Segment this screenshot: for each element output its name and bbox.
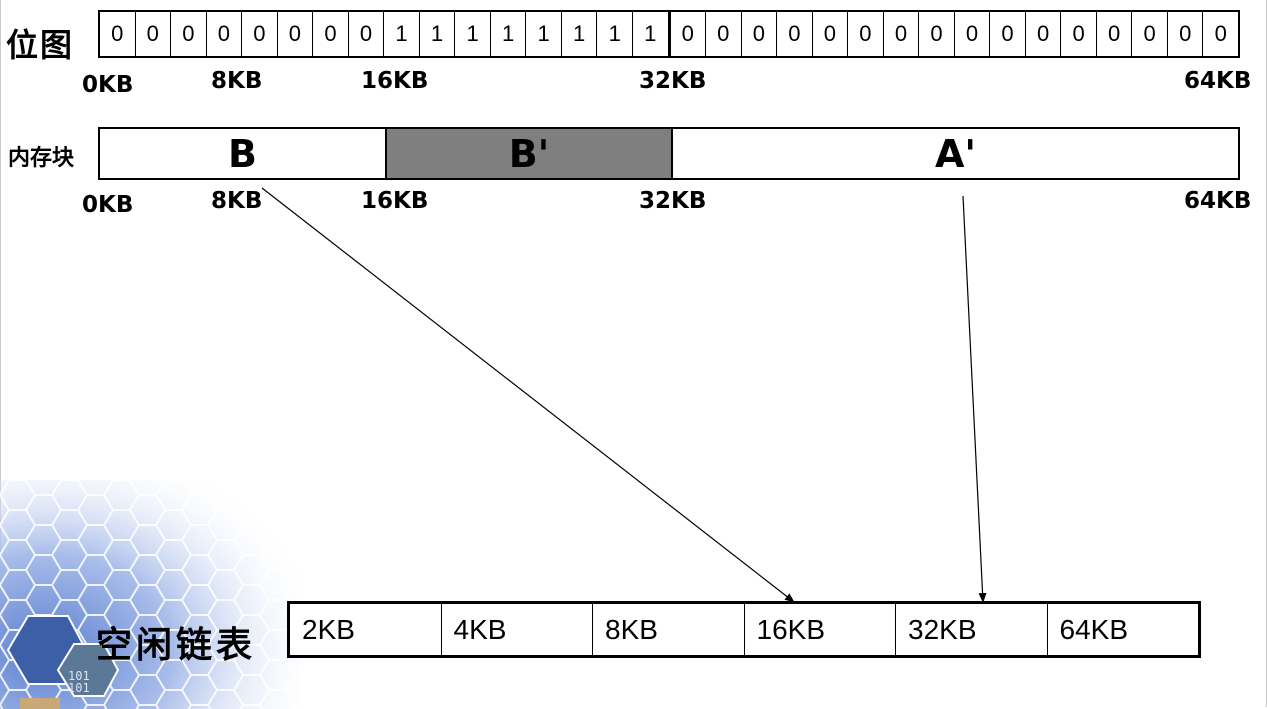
bitmap-bit: 0	[171, 12, 207, 56]
free-list-label: 空闲链表	[96, 624, 257, 666]
bitmap-row: 0 0 0 0 0 0 0 0 1 1 1 1 1 1 1 1 0 0 0 0 …	[98, 10, 1240, 58]
bitmap-axis-label: 8KB	[211, 68, 263, 94]
bitmap-bit: 0	[242, 12, 278, 56]
memory-axis-label: 64KB	[1184, 188, 1252, 214]
bitmap-bit: 0	[1026, 12, 1062, 56]
bitmap-bit: 1	[491, 12, 527, 56]
bitmap-axis-label: 32KB	[639, 68, 707, 94]
free-list-cell: 8KB	[593, 604, 745, 655]
svg-text:101: 101	[68, 681, 90, 695]
memory-segment-b: B	[100, 129, 385, 178]
bitmap-bit: 1	[526, 12, 562, 56]
memory-axis-label: 32KB	[639, 188, 707, 214]
bitmap-bit: 1	[420, 12, 456, 56]
bitmap-bit: 0	[990, 12, 1026, 56]
bitmap-bit: 0	[1168, 12, 1204, 56]
free-list-cell: 2KB	[290, 604, 442, 655]
bitmap-bit: 0	[671, 12, 707, 56]
bitmap-axis-label: 0KB	[82, 72, 134, 98]
bitmap-bit: 0	[955, 12, 991, 56]
memory-axis-label: 0KB	[82, 192, 134, 218]
bitmap-bit: 0	[207, 12, 243, 56]
memory-block-row: B B' A'	[98, 127, 1240, 180]
bitmap-bit: 0	[313, 12, 349, 56]
memory-axis-label: 16KB	[361, 188, 429, 214]
memory-block-label: 内存块	[8, 145, 75, 171]
bitmap-bit: 0	[848, 12, 884, 56]
bitmap-bit: 0	[100, 12, 136, 56]
bitmap-bit: 0	[884, 12, 920, 56]
bitmap-bit: 1	[455, 12, 491, 56]
memory-segment-b-prime: B'	[385, 129, 673, 178]
bitmap-bit: 0	[278, 12, 314, 56]
free-list-cell: 4KB	[442, 604, 593, 655]
bitmap-bit: 0	[136, 12, 172, 56]
bitmap-bit: 0	[706, 12, 742, 56]
arrow-b-to-16kb	[261, 187, 795, 603]
bitmap-bit: 0	[1132, 12, 1168, 56]
bitmap-bit: 0	[1214, 21, 1227, 46]
bitmap-bit: 0	[1097, 12, 1133, 56]
free-list-cell: 32KB	[896, 604, 1048, 655]
bitmap-bit: 0	[349, 12, 385, 56]
bitmap-bit: 0	[777, 12, 813, 56]
memory-axis-label: 8KB	[211, 188, 263, 214]
bitmap-bit: 0	[813, 12, 849, 56]
free-list-cell: 64KB	[1059, 613, 1129, 645]
arrow-a-prime-to-32kb	[962, 195, 987, 603]
bitmap-label: 位图	[6, 26, 75, 64]
bitmap-bit: 0	[919, 12, 955, 56]
bitmap-bit: 0	[1061, 12, 1097, 56]
bitmap-bit: 0	[742, 12, 778, 56]
bitmap-bit: 1	[633, 12, 671, 56]
free-list-cell: 16KB	[745, 604, 896, 655]
bitmap-bit: 1	[597, 12, 633, 56]
free-list-row: 2KB 4KB 8KB 16KB 32KB 64KB	[287, 601, 1201, 658]
bitmap-bit: 1	[562, 12, 598, 56]
bitmap-axis-label: 64KB	[1184, 68, 1252, 94]
hexagon-background-decoration: 101 101	[0, 480, 300, 709]
bitmap-bit: 1	[384, 12, 420, 56]
bitmap-axis-label: 16KB	[361, 68, 429, 94]
memory-segment-a-prime: A'	[673, 129, 1238, 178]
svg-text:101: 101	[68, 669, 90, 683]
